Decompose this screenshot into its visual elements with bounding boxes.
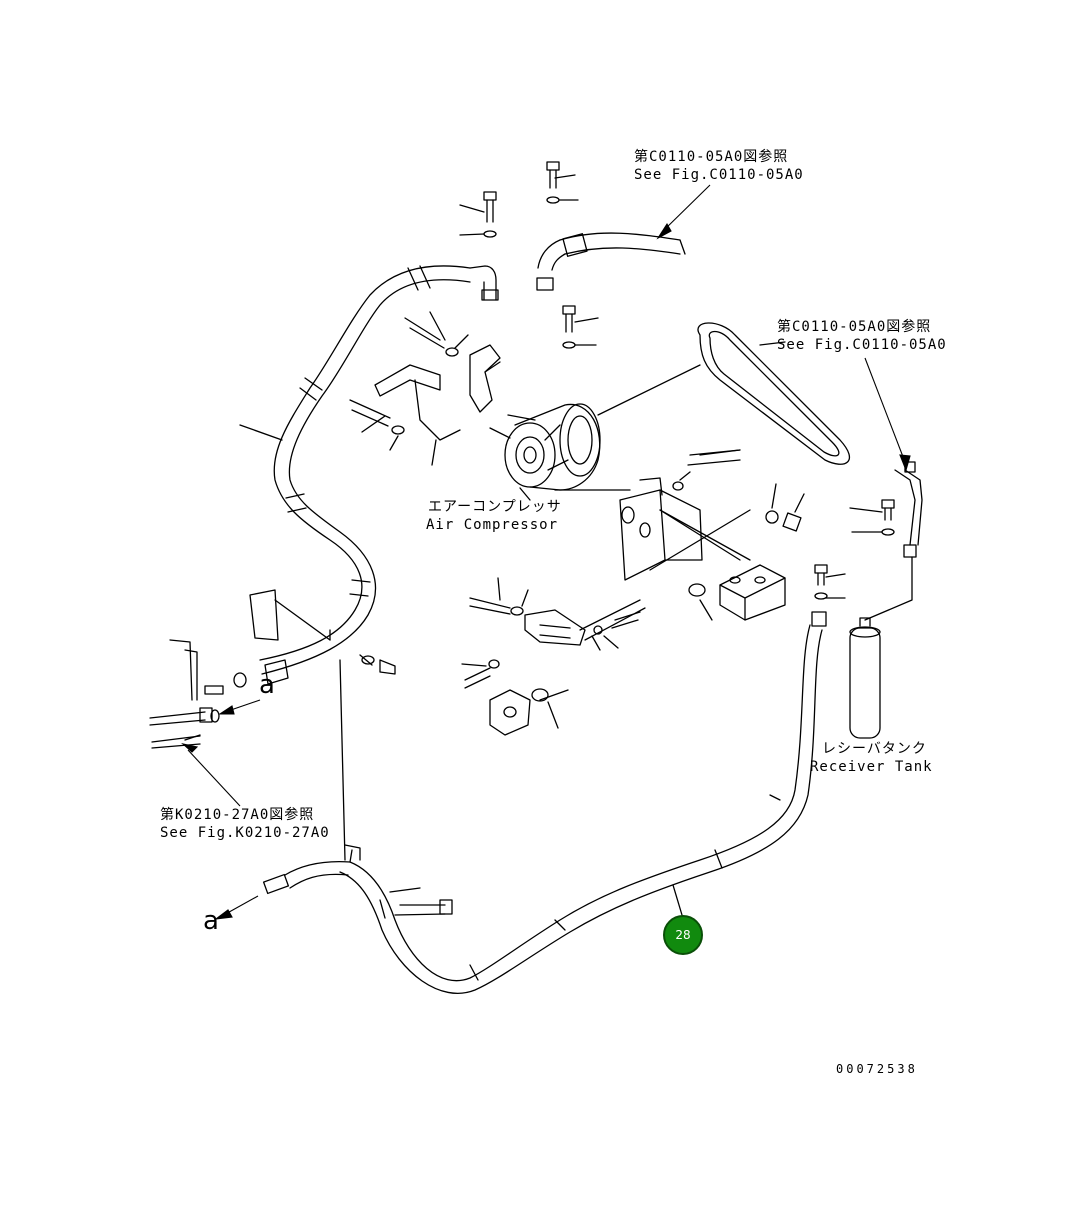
drive-belt: [697, 322, 851, 465]
mounting-bracket: [619, 449, 805, 581]
left-fittings: [149, 589, 396, 749]
bolt-set-upper: [459, 161, 599, 349]
discharge-hose: [259, 265, 499, 675]
compressor-label-en: Air Compressor: [426, 517, 559, 533]
lower-left-hose: [262, 659, 453, 919]
ref-label-top-jp: 第C0110-05A0図参照: [634, 149, 789, 165]
compressor-brackets: [349, 311, 501, 466]
ref-label-belt-en: See Fig.C0110-05A0: [777, 337, 947, 353]
ref-label-top-en: See Fig.C0110-05A0: [634, 167, 804, 183]
reference-arrows: [181, 184, 911, 920]
solenoid-block: [659, 509, 786, 621]
ref-label-belt-jp: 第C0110-05A0図参照: [777, 319, 932, 335]
part-callout-28[interactable]: 28: [663, 915, 703, 955]
adjust-bracket: [461, 577, 646, 736]
compressor-label-jp: エアーコンプレッサ: [428, 499, 562, 515]
suction-hose: [536, 232, 686, 291]
ref-label-left-en: See Fig.K0210-27A0: [160, 825, 330, 841]
hose-leader: [239, 424, 283, 441]
connection-marker-a-bottom: a: [203, 906, 219, 936]
document-number: 00072538: [836, 1062, 918, 1076]
connection-marker-a-top: a: [259, 670, 275, 700]
ref-label-left-jp: 第K0210-27A0図参照: [160, 807, 315, 823]
compressor-leader: [519, 487, 531, 501]
receiver-tank-drawing: [814, 461, 923, 739]
liquid-hose: [339, 611, 827, 994]
receiver-label-en: Receiver Tank: [810, 759, 933, 775]
receiver-label-jp: レシーバタンク: [822, 741, 927, 757]
air-compressor-drawing: [489, 364, 701, 491]
